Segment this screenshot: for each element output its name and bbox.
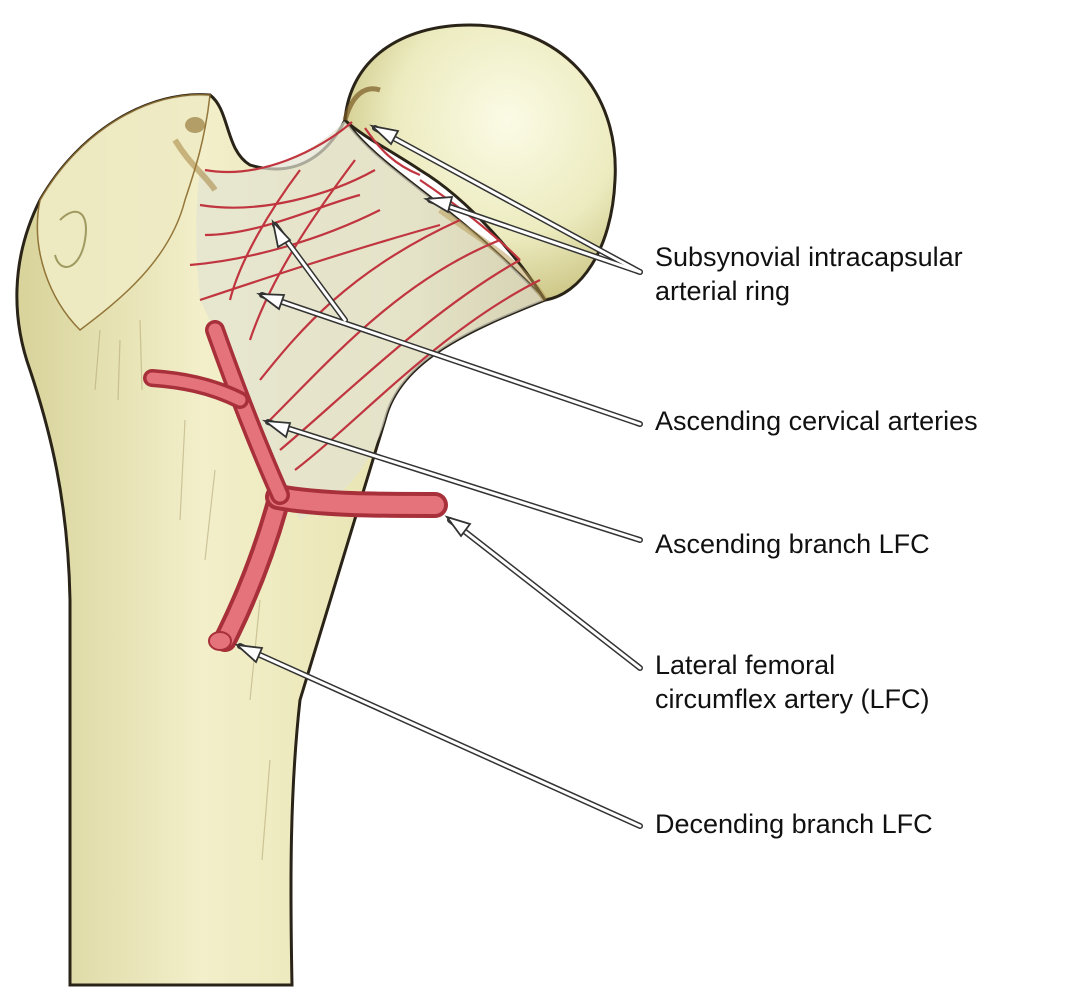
label-lfc-line2: circumflex artery (LFC) [655,682,930,716]
label-ascending-branch: Ascending branch LFC [655,527,930,561]
label-subsynovial-ring: Subsynovial intracapsular arterial ring [655,240,963,308]
label-ascending-cervical-arteries: Ascending cervical arteries [655,404,978,438]
label-subsynovial-ring-line1: Subsynovial intracapsular [655,240,963,274]
label-lfc-line1: Lateral femoral [655,648,930,682]
label-descending-branch: Decending branch LFC [655,807,933,841]
trochanter-pit [185,117,205,133]
label-lateral-femoral-circumflex: Lateral femoral circumflex artery (LFC) [655,648,930,716]
descending-branch-end [209,632,231,650]
label-subsynovial-ring-line2: arterial ring [655,274,963,308]
